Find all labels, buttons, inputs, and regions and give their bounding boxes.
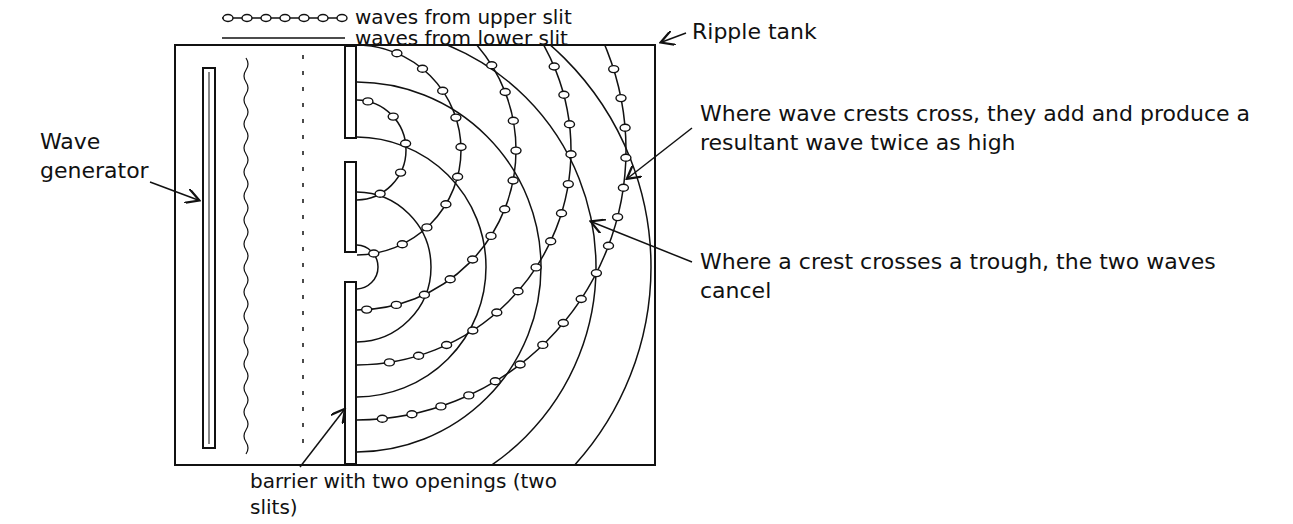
wave-marker [618, 184, 628, 191]
plane-wave [302, 55, 304, 455]
wave-marker [392, 50, 402, 57]
wave-marker [419, 291, 429, 298]
wave-marker [508, 177, 518, 184]
wave-marker [414, 352, 424, 359]
wave-marker [492, 309, 502, 316]
ripple-tank [175, 45, 655, 465]
wave-marker [397, 241, 407, 248]
legend-text: waves from lower slit [355, 25, 675, 51]
wave-marker [591, 270, 601, 277]
wave-marker [362, 306, 372, 313]
wave-marker [557, 210, 567, 217]
wave-marker [609, 66, 619, 73]
lower-slit-waves [357, 46, 651, 464]
leader-arrow [628, 128, 692, 178]
wave-marker [280, 15, 290, 22]
wave-marker [468, 256, 478, 263]
wave-marker [538, 341, 548, 348]
wave-marker [453, 173, 463, 180]
wave-marker [558, 320, 568, 327]
upper-slit-wave-markers [362, 50, 631, 422]
wave-marker [436, 403, 446, 410]
wave-marker [451, 114, 461, 121]
barrier [345, 282, 356, 464]
wave-marker [445, 276, 455, 283]
wave-marker [511, 147, 521, 154]
wave-marker [401, 140, 411, 147]
wave-marker [318, 15, 328, 22]
wave-marker [375, 190, 385, 197]
wave-marker [490, 378, 500, 385]
wave-marker [337, 15, 347, 22]
wave-marker [418, 65, 428, 72]
wave-marker [546, 238, 556, 245]
wave-marker [604, 242, 614, 249]
wave-marker [369, 250, 379, 257]
wave-marker [242, 15, 252, 22]
wave-marker [261, 15, 271, 22]
wave-generator [203, 68, 215, 448]
barrier [345, 46, 356, 138]
wave-marker [565, 121, 575, 128]
leader-arrow [592, 222, 692, 262]
legend-sample-line [222, 37, 345, 39]
wave-marker [500, 89, 510, 96]
leader-arrow [662, 33, 686, 42]
wave-marker [620, 124, 630, 131]
wave-marker [513, 288, 523, 295]
wave-marker [487, 62, 497, 69]
leader-arrow [300, 410, 344, 467]
constructive-note: Where wave crests cross, they add and pr… [700, 100, 1260, 157]
wave-marker [464, 392, 474, 399]
barrier-label: barrier with two openings (two slits) [250, 468, 580, 520]
generator-label: Wave generator [40, 128, 160, 185]
wave-marker [616, 95, 626, 102]
wave-marker [486, 232, 496, 239]
wave-marker [500, 206, 510, 213]
wave-marker [515, 361, 525, 368]
wave-marker [468, 327, 478, 334]
wave-marker [223, 15, 233, 22]
wave-marker [621, 154, 631, 161]
wave-generator-inner [209, 72, 210, 444]
wave-marker [377, 415, 387, 422]
upper-slit-waves [357, 46, 626, 420]
wave-marker [508, 117, 518, 124]
wave-marker [456, 144, 466, 151]
wave-marker [576, 296, 586, 303]
destructive-note: Where a crest crosses a trough, the two … [700, 248, 1260, 305]
legend-sample-dots [223, 15, 347, 22]
wave-marker [384, 359, 394, 366]
wave-marker [396, 169, 406, 176]
wave-marker [442, 342, 452, 349]
wave-marker [613, 214, 623, 221]
wave-marker [438, 87, 448, 94]
wave-marker [441, 201, 451, 208]
wave-marker [388, 113, 398, 120]
wave-marker [299, 15, 309, 22]
tank-label: Ripple tank [692, 18, 912, 47]
wave-marker [549, 63, 559, 70]
leader-arrow [150, 182, 198, 200]
wave-marker [363, 98, 373, 105]
barrier [345, 162, 356, 252]
wave-marker [422, 224, 432, 231]
plane-wave [244, 58, 248, 454]
wave-marker [391, 301, 401, 308]
wave-marker [566, 151, 576, 158]
wave-marker [563, 181, 573, 188]
wave-marker [531, 264, 541, 271]
wave-marker [407, 411, 417, 418]
wave-marker [559, 91, 569, 98]
